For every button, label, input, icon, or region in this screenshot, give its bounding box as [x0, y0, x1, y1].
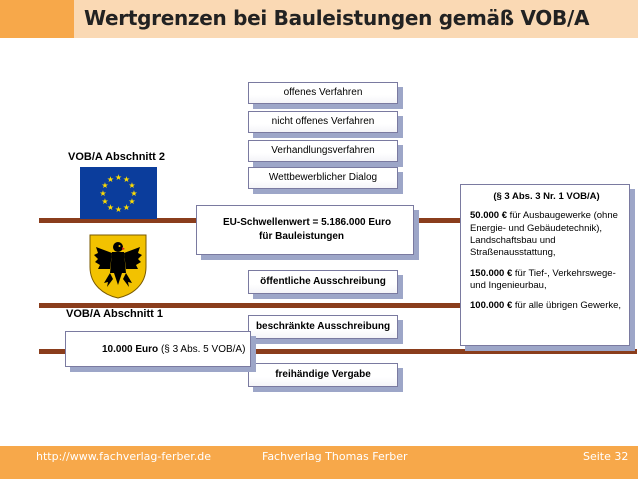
info-text: für Ausbaugewerke (ohne Energie- und Geb… — [470, 210, 618, 259]
footer-page-number: Seite 32 — [583, 450, 629, 463]
title-accent — [0, 0, 74, 38]
procedure-box-dialogue: Wettbewerblicher Dialog — [248, 167, 398, 189]
info-item: 100.000 € für alle übrigen Gewerke, — [470, 300, 623, 312]
footer-bar: http://www.fachverlag-ferber.de Fachverl… — [0, 446, 638, 479]
procedure-box-non-open: nicht offenes Verfahren — [248, 111, 398, 133]
svg-text:★: ★ — [123, 203, 130, 212]
procedure-box-restricted-tender: beschränkte Ausschreibung — [248, 315, 398, 339]
procedure-label: Verhandlungsverfahren — [271, 144, 375, 156]
procedure-label: nicht offenes Verfahren — [271, 115, 375, 127]
info-heading: (§ 3 Abs. 3 Nr. 1 VOB/A) — [493, 191, 600, 202]
svg-text:★: ★ — [107, 175, 114, 184]
national-threshold-info-box: (§ 3 Abs. 3 Nr. 1 VOB/A) 50.000 € für Au… — [460, 184, 630, 346]
procedure-box-open: offenes Verfahren — [248, 82, 398, 104]
divider-middle — [39, 303, 482, 308]
procedure-label: offenes Verfahren — [283, 86, 363, 98]
svg-text:★: ★ — [115, 205, 122, 214]
section1-label: VOB/A Abschnitt 1 — [66, 308, 163, 320]
info-item: 150.000 € für Tief-, Verkehrswege- und I… — [470, 268, 623, 293]
procedure-label: freihändige Vergabe — [275, 368, 371, 380]
procedure-box-negotiated: Verhandlungsverfahren — [248, 140, 398, 162]
german-eagle-icon — [88, 233, 148, 299]
section2-label: VOB/A Abschnitt 2 — [68, 151, 165, 163]
small-threshold-amount: 10.000 Euro — [102, 343, 159, 355]
eu-flag-icon: ★ ★ ★ ★ ★ ★ ★ ★ ★ ★ ★ ★ — [80, 167, 157, 219]
svg-text:★: ★ — [128, 181, 135, 190]
svg-text:★: ★ — [123, 175, 130, 184]
procedure-label: Wettbewerblicher Dialog — [268, 171, 378, 183]
svg-text:★: ★ — [99, 189, 106, 198]
divider-lower — [39, 349, 637, 354]
eu-threshold-value: EU-Schwellenwert = 5.186.000 Euro — [223, 217, 392, 228]
page-title: Wertgrenzen bei Bauleistungen gemäß VOB/… — [84, 6, 590, 30]
procedure-label: beschränkte Ausschreibung — [255, 320, 391, 332]
svg-text:★: ★ — [101, 197, 108, 206]
svg-text:★: ★ — [101, 181, 108, 190]
svg-text:★: ★ — [130, 189, 137, 198]
eu-threshold-box: EU-Schwellenwert = 5.186.000 Euro für Ba… — [196, 205, 414, 255]
svg-text:★: ★ — [107, 203, 114, 212]
eu-threshold-scope: für Bauleistungen — [259, 230, 345, 242]
procedure-label: öffentliche Ausschreibung — [260, 275, 386, 287]
procedure-box-direct-award: freihändige Vergabe — [248, 363, 398, 387]
info-text: für alle übrigen Gewerke, — [514, 300, 622, 312]
small-threshold-reference: (§ 3 Abs. 5 VOB/A) — [160, 343, 246, 355]
info-item: 50.000 € für Ausbaugewerke (ohne Energie… — [470, 210, 623, 259]
procedure-box-public-tender: öffentliche Ausschreibung — [248, 270, 398, 294]
info-amount: 150.000 € — [470, 267, 513, 279]
info-amount: 50.000 € — [470, 210, 507, 222]
svg-text:★: ★ — [128, 197, 135, 206]
info-text: für Tief-, Verkehrswege- und Ingenieurba… — [470, 267, 616, 292]
footer-publisher: Fachverlag Thomas Ferber — [262, 450, 408, 463]
title-bar: Wertgrenzen bei Bauleistungen gemäß VOB/… — [0, 0, 638, 38]
info-amount: 100.000 € — [470, 300, 513, 312]
footer-url[interactable]: http://www.fachverlag-ferber.de — [36, 450, 212, 463]
svg-text:★: ★ — [115, 173, 122, 182]
small-threshold-box: 10.000 Euro (§ 3 Abs. 5 VOB/A) — [65, 331, 251, 367]
